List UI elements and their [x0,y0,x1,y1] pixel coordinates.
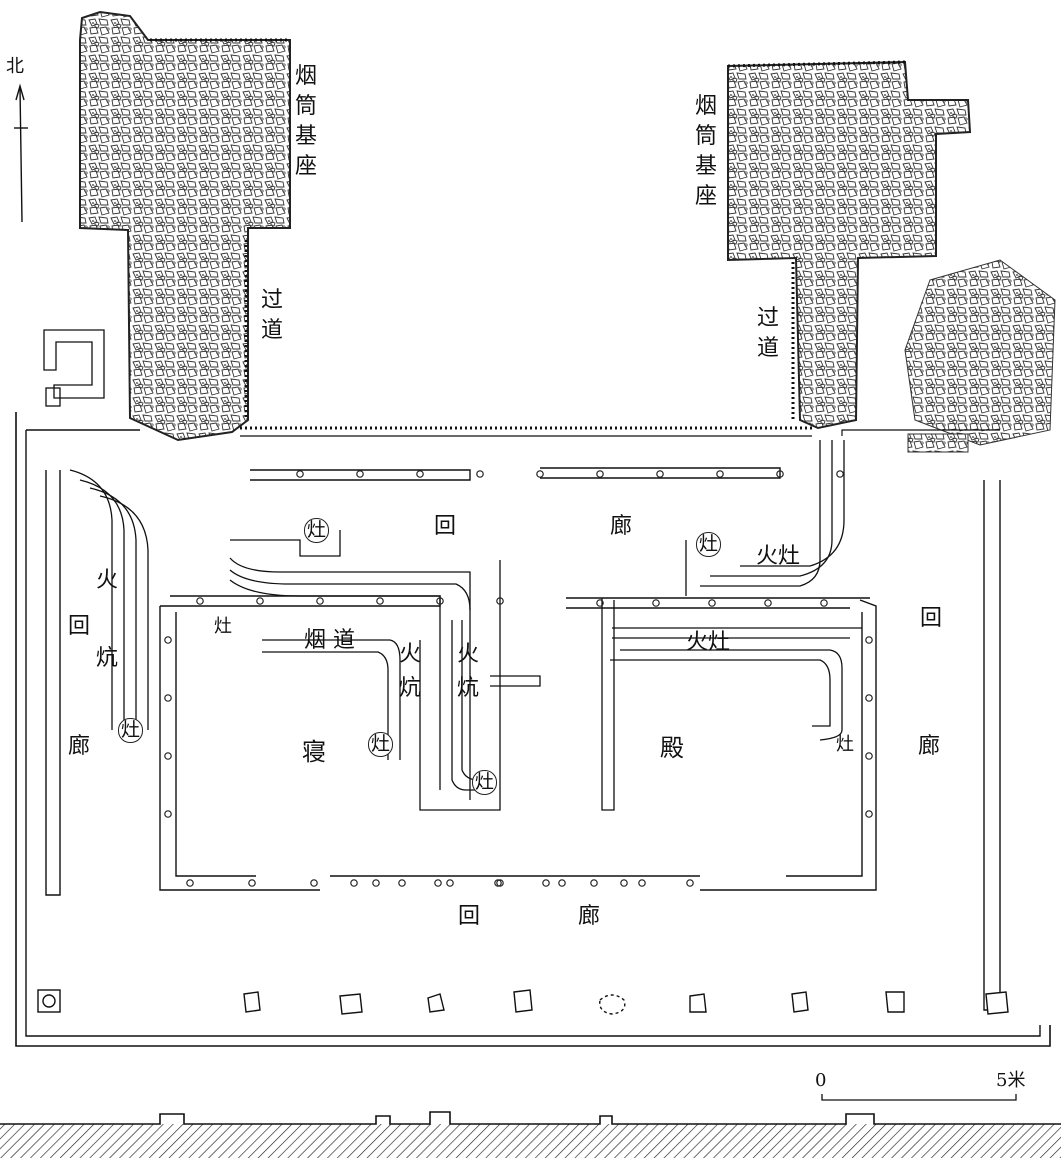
flue-label: 烟 道 [304,628,355,653]
passage-edge [240,426,812,437]
fire-stove-label-1: 火灶 [756,544,801,569]
scale-bar [821,1094,1017,1101]
column-base-icon [434,879,442,887]
corridor-east-label-2: 廊 [918,734,941,759]
column-base-icon [865,694,873,702]
kang-west-label-1: 火 [96,568,119,593]
chimney-base-label-right: 烟筒基座 [694,94,717,209]
corridor-north-label-2: 廊 [610,514,633,539]
stove-label-5: 灶 [368,732,394,757]
hall-label-1: 寝 [302,738,326,766]
kang-flues [69,440,862,811]
column-base-icon [316,597,324,605]
chimney-base-right [727,60,972,430]
column-base-icon [376,597,384,605]
column-base-icon [164,636,172,644]
outer-wall [15,412,1051,1047]
south-plinths [37,989,1009,1015]
scale-zero-label: 0 [815,1070,827,1091]
column-base-icon [596,599,604,607]
fire-stove-label-2: 火灶 [686,630,731,655]
north-arrow-icon [14,83,28,223]
section-profile [0,1111,1061,1158]
column-base-icon [446,879,454,887]
corridor-west-label-1: 回 [68,614,91,639]
kang-mid-label-1: 火炕 [398,642,421,701]
column-base-icon [596,470,604,478]
stove-label-4: 灶 [118,718,144,743]
column-base-icon [296,470,304,478]
column-base-icon [356,470,364,478]
column-base-icon [865,810,873,818]
hall-label-2: 殿 [660,734,684,762]
column-base-icon [398,879,406,887]
column-base-icon [865,752,873,760]
column-base-icon [436,597,444,605]
column-base-icon [590,879,598,887]
column-base-icon [865,636,873,644]
column-base-icon [186,879,194,887]
corridor-west-label-2: 廊 [68,734,91,759]
column-base-icon [476,470,484,478]
column-base-icon [164,694,172,702]
column-base-icon [494,879,502,887]
hall-walls [45,467,1001,1011]
column-base-icon [496,597,504,605]
small-structure [43,329,105,407]
rubble-scatter-east [904,259,1056,453]
kang-mid-label-2: 火炕 [456,642,479,701]
column-base-icon [836,470,844,478]
chimney-base-label-left: 烟筒基座 [294,64,317,179]
column-base-icon [652,599,660,607]
column-base-icon [310,879,318,887]
column-base-icon [558,879,566,887]
column-base-icon [164,810,172,818]
column-base-icon [536,470,544,478]
column-base-icon [638,879,646,887]
corridor-east-label-1: 回 [920,606,943,631]
passage-label-left: 过道 [260,288,283,343]
column-base-icon [416,470,424,478]
column-base-icon [708,599,716,607]
stove-label-1: 灶 [304,518,330,543]
column-base-icon [686,879,694,887]
stove-label-6: 灶 [472,770,498,795]
column-base-icon [716,470,724,478]
corridor-south-label-2: 廊 [578,904,601,929]
column-base-icon [372,879,380,887]
corridor-south-label-1: 回 [458,904,481,929]
column-base-icon [256,597,264,605]
column-bases [164,470,873,887]
passage-label-right: 过道 [756,306,779,361]
column-base-icon [656,470,664,478]
column-base-icon [196,597,204,605]
column-base-icon [350,879,358,887]
stove-label-3: 灶 [214,616,232,637]
column-base-icon [248,879,256,887]
scale-five-label: 5米 [996,1070,1026,1091]
kang-west-label-2: 炕 [96,646,119,671]
corridor-north-label-1: 回 [434,514,457,539]
stove-label-2: 灶 [696,532,722,557]
column-base-icon [820,599,828,607]
column-base-icon [776,470,784,478]
column-base-icon [764,599,772,607]
chimney-base-left [79,10,291,442]
column-base-icon [542,879,550,887]
north-label: 北 [6,56,24,77]
column-base-icon [164,752,172,760]
column-base-icon [620,879,628,887]
stove-label-7: 灶 [836,734,854,755]
